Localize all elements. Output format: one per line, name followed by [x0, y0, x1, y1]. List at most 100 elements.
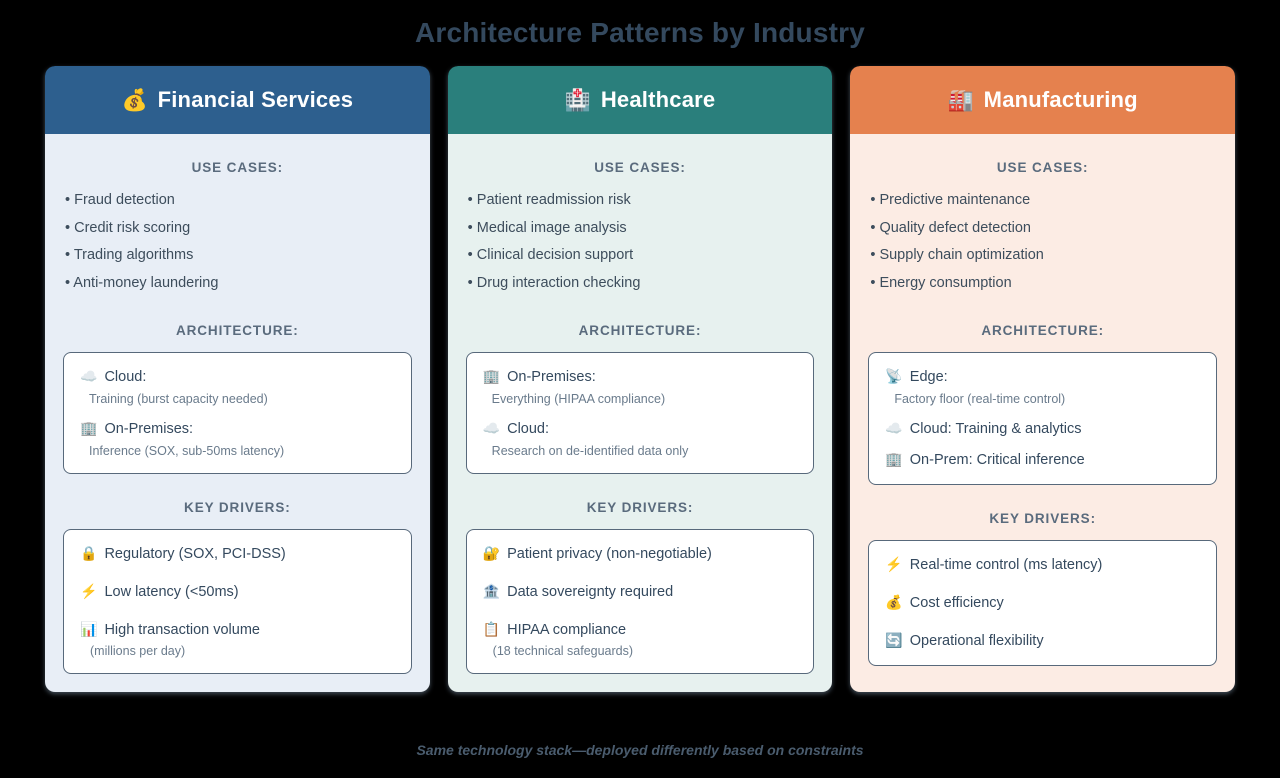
key-drivers-box: ⚡ Real-time control (ms latency) 💰 Cost eff… [868, 540, 1218, 666]
architecture-entry-sub: Everything (HIPAA compliance) [491, 392, 666, 406]
architecture-entry-label: On-Premises: [507, 369, 596, 385]
key-driver-row: 🔄Operational flexibility [885, 630, 1202, 652]
key-driver-label: Real-time control (ms latency) [909, 557, 1103, 573]
bar-chart-icon: 📊 [80, 621, 98, 637]
key-driver-label: Regulatory (SOX, PCI-DSS) [104, 546, 286, 562]
cloud-icon: ☁️ [482, 420, 501, 436]
satellite-antenna-icon: 📡 [885, 368, 903, 384]
use-case-item: • Quality defect detection [870, 219, 1031, 236]
lightning-icon: ⚡ [885, 556, 903, 572]
use-cases-list: • Fraud detection • Credit risk scoring • … [63, 187, 412, 297]
key-driver-entry: ⚡Low latency (<50ms) [80, 581, 397, 603]
architecture-entry: ☁️ Cloud: Training & analytics [885, 418, 1202, 440]
classical-building-icon: 🏦 [482, 583, 501, 599]
architecture-entry-label: Edge: [909, 369, 948, 385]
key-drivers-label: KEY DRIVERS: [989, 511, 1096, 526]
card-title-healthcare: Healthcare [600, 87, 716, 112]
clipboard-icon: 📋 [482, 621, 501, 637]
architecture-entry: 🏢On-Prem: Critical inference [885, 449, 1202, 471]
use-case-item: • Medical image analysis [467, 219, 627, 236]
use-case-item: • Predictive maintenance [870, 192, 1031, 208]
use-case-item: • Anti-money laundering [65, 274, 219, 291]
card-title-manufacturing: Manufacturing [983, 87, 1138, 112]
key-driver-sub: (18 technical safeguards) [492, 644, 634, 658]
key-driver-label: HIPAA compliance [507, 622, 627, 638]
architecture-box: ☁️ Cloud: Training (burst capacity needed)… [63, 352, 412, 474]
key-driver-entry: 🔐 Patient privacy (non-negotiable) [483, 543, 800, 565]
key-driver-entry: 🔒Regulatory (SOX, PCI-DSS) [80, 543, 397, 565]
architecture-entry-sub: Training (burst capacity needed) [89, 392, 268, 406]
key-driver-row: 💰 Cost efficiency [885, 592, 1202, 614]
key-driver-label: Cost efficiency [909, 595, 1004, 611]
architecture-entry-label: Cloud: [507, 421, 550, 437]
use-case-item: • Energy consumption [870, 274, 1012, 291]
card-header-financial-services: 💰 Financial Services [45, 66, 430, 134]
key-driver-entry: 📊 High transaction volume [80, 619, 397, 641]
architecture-entry: 🏢 On-Premises: [483, 366, 800, 388]
architecture-entry: ☁️ Cloud: [80, 366, 397, 388]
key-driver-label: Operational flexibility [909, 633, 1044, 649]
key-drivers-box: 🔒Regulatory (SOX, PCI-DSS) ⚡Low latency (… [63, 529, 412, 674]
card-header-healthcare: 🏥 Healthcare [447, 66, 833, 134]
money-bag-icon: 💰 [885, 594, 903, 610]
card-title-financial-services: Financial Services [157, 87, 354, 112]
key-driver-label: Low latency (<50ms) [104, 584, 239, 600]
use-case-item: • Fraud detection [65, 192, 175, 208]
architecture-entry-label: Cloud: [104, 369, 147, 385]
use-cases-list: • Predictive maintenance • Quality defect… [868, 187, 1217, 297]
key-driver-row: 🔒Regulatory (SOX, PCI-DSS) [80, 543, 397, 565]
architecture-box: 🏢 On-Premises: Everything (HIPAA complianc… [465, 352, 815, 474]
use-case-item: • Clinical decision support [467, 247, 634, 263]
key-drivers-label: KEY DRIVERS: [586, 500, 694, 515]
key-drivers-label: KEY DRIVERS: [184, 500, 291, 515]
use-cases-label: USE CASES: [996, 160, 1089, 175]
architecture-entry-sub: Research on de-identified data only [491, 444, 689, 458]
key-driver-row: 🏦 Data sovereignty required [483, 581, 800, 603]
architecture-entry-label: Cloud: Training & analytics [909, 421, 1082, 437]
cloud-icon: ☁️ [80, 368, 98, 384]
key-driver-entry: 💰 Cost efficiency [885, 592, 1202, 614]
architecture-entry-sub: Factory floor (real-time control) [894, 392, 1066, 406]
locked-with-key-icon: 🔐 [482, 545, 501, 561]
use-cases-label: USE CASES: [191, 160, 284, 175]
card-body-manufacturing: USE CASES: • Predictive maintenance • Qual… [850, 134, 1236, 692]
cloud-icon: ☁️ [885, 420, 903, 436]
key-driver-row: 📊 High transaction volume (millions per da… [80, 619, 397, 660]
key-drivers-box: 🔐 Patient privacy (non-negotiable) 🏦 Data s… [465, 529, 815, 674]
key-driver-sub: (millions per day) [90, 644, 186, 658]
card-header-manufacturing: 🏭 Manufacturing [850, 66, 1236, 134]
key-driver-row: 🔐 Patient privacy (non-negotiable) [483, 543, 800, 565]
card-body-financial-services: USE CASES: • Fraud detection • Credit risk… [45, 134, 430, 692]
architecture-entry-sub: Inference (SOX, sub-50ms latency) [89, 444, 285, 458]
use-case-item: • Credit risk scoring [65, 219, 191, 236]
architecture-entry: 📡 Edge: [885, 366, 1202, 388]
key-driver-entry: 📋 HIPAA compliance [483, 619, 800, 641]
key-driver-label: Patient privacy (non-negotiable) [507, 546, 712, 562]
architecture-label: ARCHITECTURE: [578, 323, 702, 338]
use-case-item: • Drug interaction checking [467, 274, 641, 291]
architecture-label: ARCHITECTURE: [175, 323, 299, 338]
architecture-label: ARCHITECTURE: [981, 323, 1105, 338]
key-driver-label: Data sovereignty required [507, 584, 674, 600]
architecture-entry-label: On-Prem: Critical inference [909, 452, 1085, 468]
money-bag-icon: 💰 [121, 88, 148, 112]
factory-icon: 🏭 [947, 88, 974, 112]
office-building-icon: 🏢 [482, 368, 501, 384]
footer-note: Same technology stack—deployed different… [416, 742, 864, 758]
office-building-icon: 🏢 [80, 420, 98, 436]
use-cases-list: • Patient readmission risk • Medical imag… [466, 187, 815, 297]
use-case-item: • Supply chain optimization [870, 247, 1044, 263]
use-cases-label: USE CASES: [594, 160, 686, 175]
key-driver-row: 📋 HIPAA compliance (18 technical safeguard… [483, 619, 800, 660]
architecture-entry-label: On-Premises: [104, 421, 194, 437]
use-case-item: • Patient readmission risk [467, 192, 631, 208]
key-driver-label: High transaction volume [104, 622, 260, 638]
key-driver-row: ⚡ Real-time control (ms latency) [885, 554, 1202, 576]
use-case-item: • Trading algorithms [65, 247, 194, 263]
key-driver-entry: 🏦 Data sovereignty required [483, 581, 800, 603]
hospital-icon: 🏥 [564, 88, 591, 112]
